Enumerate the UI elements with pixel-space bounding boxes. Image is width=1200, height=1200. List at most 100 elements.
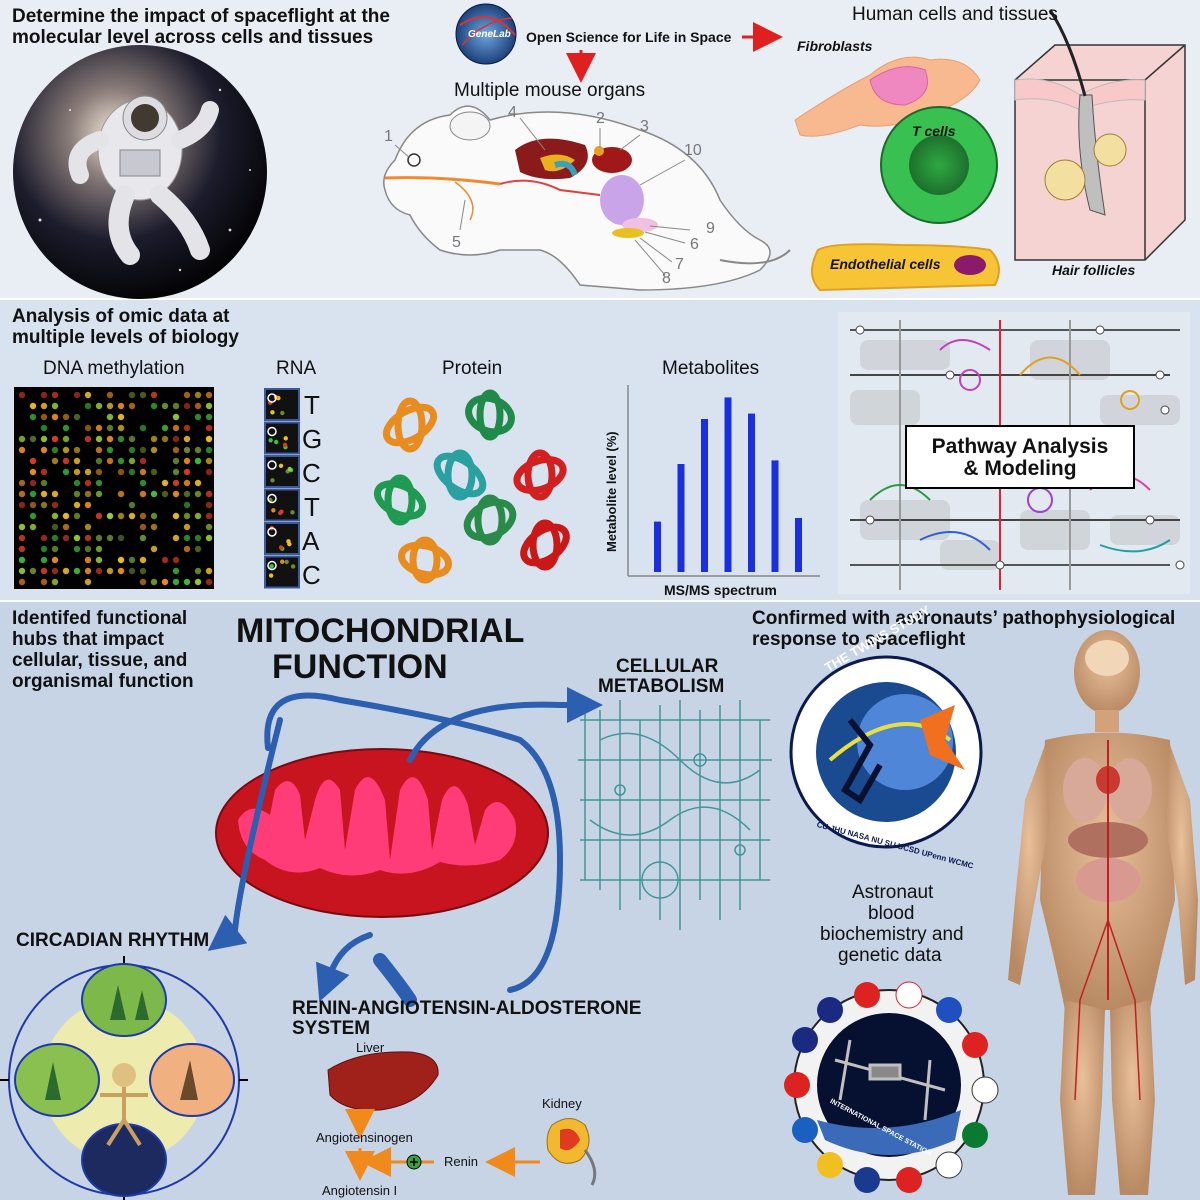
methylation-dot	[172, 578, 180, 586]
methylation-dot	[40, 479, 48, 487]
astronaut-galaxy-image	[13, 45, 267, 299]
methylation-dot	[205, 457, 213, 465]
methylation-dot	[139, 567, 147, 575]
methylation-dot	[40, 468, 48, 476]
methylation-dot	[29, 413, 37, 421]
panel1-heading-line1: Determine the impact of spaceflight at t…	[12, 6, 390, 27]
methylation-dot	[73, 446, 81, 454]
methylation-dot	[150, 391, 158, 399]
rna-dot	[283, 436, 288, 441]
rna-highlight-ring	[267, 560, 277, 571]
methylation-dot	[161, 424, 169, 432]
methylation-dot	[106, 446, 114, 454]
methylation-dots	[18, 391, 213, 586]
rna-dot	[268, 438, 273, 443]
metabolite-bar	[701, 419, 708, 572]
methylation-dot	[139, 479, 147, 487]
methylation-dot	[161, 578, 169, 586]
protein-title: Protein	[442, 358, 503, 379]
methylation-dot	[205, 468, 213, 476]
confirmed-line1: Confirmed with astronauts’ pathophysiolo…	[752, 608, 1176, 629]
methylation-dot	[183, 435, 191, 443]
methylation-dot	[95, 534, 103, 542]
methylation-dot	[139, 424, 147, 432]
methylation-dot	[205, 402, 213, 410]
methylation-dot	[106, 413, 114, 421]
methylation-dot	[51, 435, 59, 443]
methylation-dot	[18, 479, 26, 487]
methylation-dot	[18, 567, 26, 575]
methylation-dot	[62, 435, 70, 443]
methylation-dot	[128, 435, 136, 443]
methylation-dot	[62, 457, 70, 465]
methylation-dot	[95, 567, 103, 575]
methylation-dot	[51, 523, 59, 531]
methylation-dot	[194, 578, 202, 586]
rna-highlight-ring	[267, 493, 277, 504]
methylation-dot	[95, 468, 103, 476]
methylation-dot	[139, 391, 147, 399]
open-science-label: Open Science for Life in Space	[526, 29, 732, 45]
protein-structures	[373, 389, 570, 584]
methylation-dot	[205, 578, 213, 586]
organ-number-7: 7	[675, 256, 684, 273]
methylation-dot	[95, 402, 103, 410]
rna-dot	[271, 508, 276, 513]
methylation-dot	[29, 501, 37, 509]
mouse-illustration	[383, 105, 791, 291]
methylation-dot	[117, 468, 125, 476]
methylation-dot	[161, 402, 169, 410]
arrow-to-circadian	[207, 914, 248, 951]
methylation-dot	[183, 468, 191, 476]
metabolite-bar	[677, 464, 685, 572]
methylation-dot	[106, 567, 114, 575]
rna-letter-3: C	[302, 458, 321, 488]
blood-data-line3: biochemistry and	[820, 924, 964, 945]
methylation-dot	[18, 391, 26, 399]
methylation-dot	[139, 490, 147, 498]
panel3-heading-line2: hubs that impact	[12, 629, 165, 650]
metabolite-bar	[771, 460, 779, 572]
methylation-dot	[194, 490, 202, 498]
methylation-dot	[62, 567, 70, 575]
methylation-dot	[40, 435, 48, 443]
methylation-dot	[139, 534, 147, 542]
rna-letter-4: T	[304, 492, 320, 522]
rna-dot	[280, 410, 285, 416]
methylation-dot	[183, 402, 191, 410]
methylation-dot	[117, 512, 125, 520]
panel3-heading-line4: organismal function	[12, 671, 194, 692]
rna-dot	[286, 539, 291, 544]
methylation-dot	[183, 490, 191, 498]
methylation-dot	[183, 501, 191, 509]
methylation-dot	[84, 556, 92, 564]
methylation-dot	[128, 457, 136, 465]
methylation-dot	[183, 479, 191, 487]
twins-study-badge	[789, 655, 983, 849]
panel3-heading-line1: Identifed functional	[12, 608, 188, 629]
methylation-dot	[18, 534, 26, 542]
methylation-dot	[128, 512, 136, 520]
methylation-dot	[172, 424, 180, 432]
methylation-dot	[18, 446, 26, 454]
dna-methylation-array	[14, 387, 214, 589]
methylation-dot	[73, 545, 81, 553]
methylation-dot	[51, 391, 59, 399]
methylation-dot	[73, 567, 81, 575]
methylation-dot	[205, 512, 213, 520]
methylation-dot	[51, 512, 59, 520]
fibroblasts-label: Fibroblasts	[797, 38, 873, 54]
methylation-dot	[172, 457, 180, 465]
methylation-dot	[139, 446, 147, 454]
rna-dot	[290, 564, 296, 569]
panel2-heading-line2: multiple levels of biology	[12, 327, 239, 348]
methylation-dot	[172, 490, 180, 498]
metabolite-chart	[627, 385, 820, 577]
methylation-dot	[51, 567, 59, 575]
methylation-dot	[106, 457, 114, 465]
methylation-dot	[18, 501, 26, 509]
methylation-dot	[51, 413, 59, 421]
methylation-dot	[84, 567, 92, 575]
